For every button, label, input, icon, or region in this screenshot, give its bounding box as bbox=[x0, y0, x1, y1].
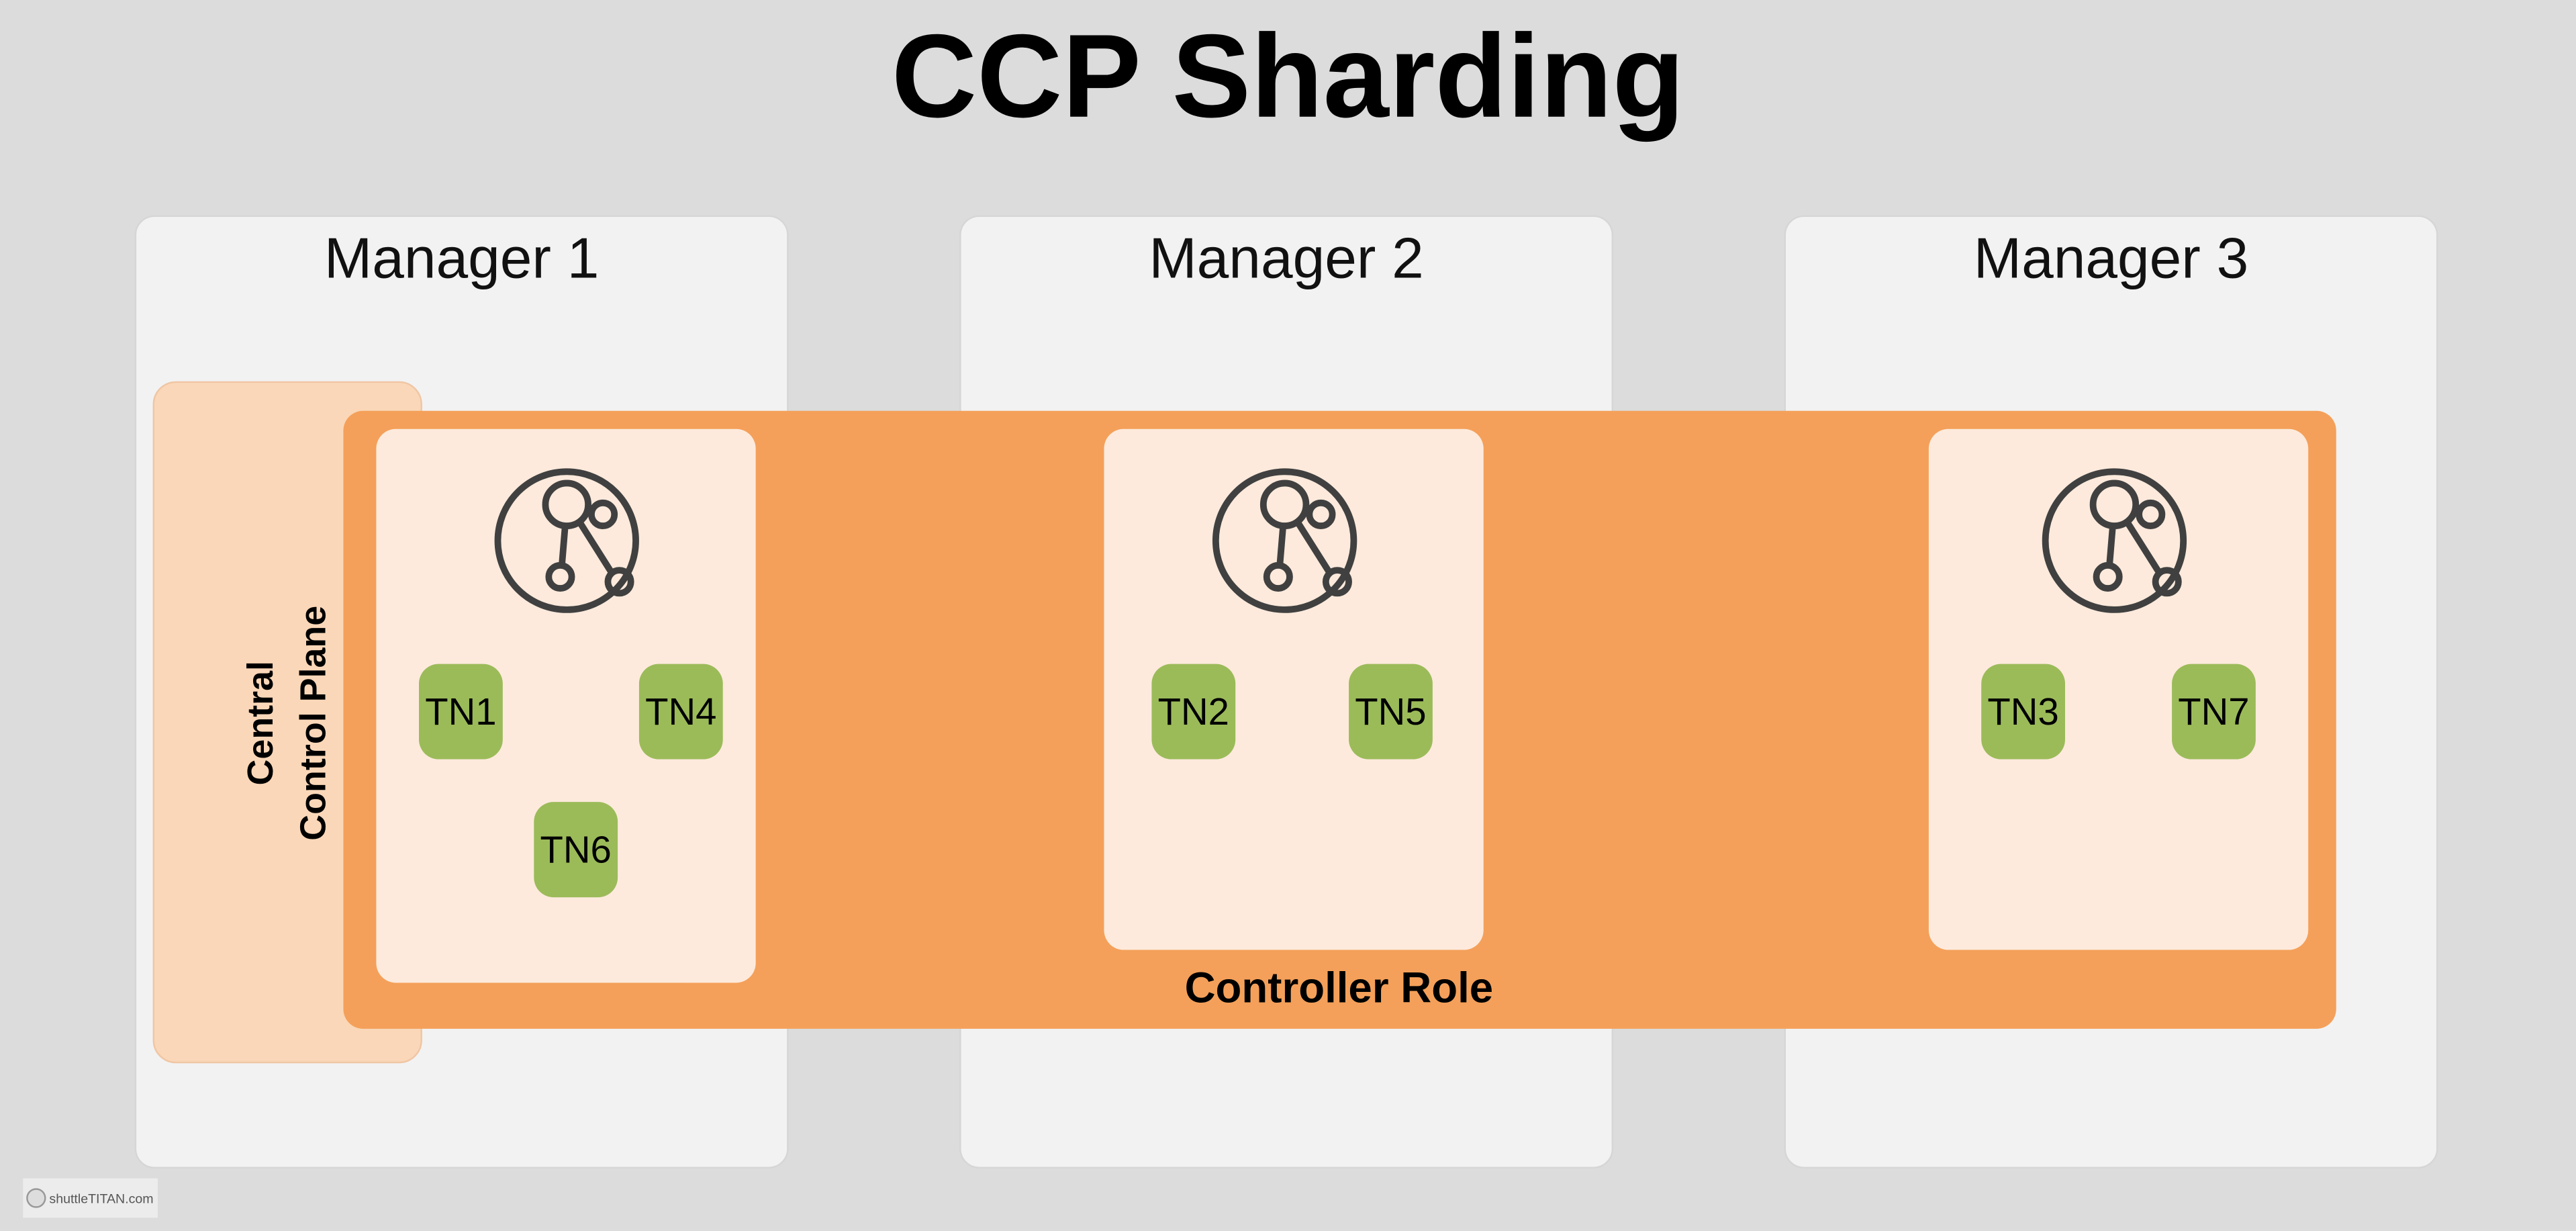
network-hub-icon bbox=[1209, 465, 1360, 617]
central-control-plane-label: Central Control Plane bbox=[235, 606, 340, 841]
transport-node: TN6 bbox=[534, 802, 618, 898]
manager-label: Manager 2 bbox=[1149, 226, 1424, 291]
transport-node: TN2 bbox=[1151, 664, 1236, 760]
network-hub-icon bbox=[491, 465, 642, 617]
page-title: CCP Sharding bbox=[891, 11, 1685, 143]
shuttletitan-logo: shuttleTITAN.com bbox=[23, 1178, 158, 1218]
transport-node: TN5 bbox=[1349, 664, 1433, 760]
manager-label: Manager 3 bbox=[1973, 226, 2249, 291]
transport-node: TN4 bbox=[638, 664, 723, 760]
ccp-label-line2: Control Plane bbox=[292, 605, 334, 841]
ccp-label-line1: Central bbox=[240, 660, 281, 786]
network-hub-icon bbox=[2039, 465, 2190, 617]
transport-node: TN7 bbox=[2172, 664, 2256, 760]
transport-node: TN3 bbox=[1981, 664, 2066, 760]
manager-label: Manager 1 bbox=[324, 226, 600, 291]
transport-node: TN1 bbox=[419, 664, 503, 760]
logo-text: shuttleTITAN.com bbox=[49, 1190, 154, 1205]
rocket-icon bbox=[26, 1188, 46, 1208]
controller-role-label: Controller Role bbox=[1184, 963, 1494, 1013]
